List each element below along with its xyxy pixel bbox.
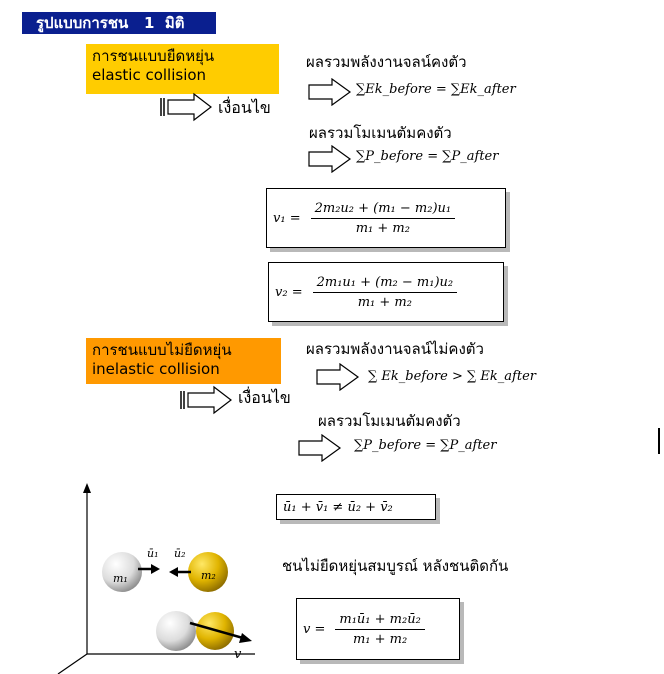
- elastic-momentum-equation: ∑P_before = ∑P_after: [356, 149, 499, 164]
- v2-lhs: v₂ =: [275, 284, 303, 300]
- v2-denominator: m₁ + m₂: [357, 294, 412, 310]
- elastic-label: การชนแบบยืดหยุ่น elastic collision: [86, 44, 279, 94]
- v2-formula-box: v₂ = 2m₁u₁ + (m₂ − m₁)u₂ m₁ + m₂: [268, 262, 504, 322]
- elastic-energy-heading: ผลรวมพลังงานจลน์คงตัว: [306, 53, 467, 71]
- inelastic-momentum-arrow-icon: [298, 434, 342, 462]
- elastic-condition-arrow-icon: [160, 92, 212, 122]
- inelastic-condition-arrow-icon: [180, 385, 232, 415]
- v2-fraction: 2m₁u₁ + (m₂ − m₁)u₂ m₁ + m₂: [312, 275, 458, 310]
- elastic-energy-equation: ∑Ek_before = ∑Ek_after: [356, 82, 516, 97]
- v-lhs: v =: [303, 621, 326, 637]
- velocity-inequality-box: ū₁ + v̄₁ ≠ ū₂ + v̄₂: [276, 494, 436, 520]
- u1-arrow-icon: [138, 564, 160, 574]
- v-fraction: m₁ū₁ + m₂ū₂ m₁ + m₂: [335, 612, 425, 647]
- inelastic-momentum-equation: ∑P_before = ∑P_after: [354, 438, 497, 453]
- ball-m1-label: m₁: [113, 572, 128, 585]
- ball-combined-m1: [156, 611, 196, 651]
- velocity-inequality: ū₁ + v̄₁ ≠ ū₂ + v̄₂: [283, 499, 393, 515]
- elastic-condition-label: เงื่อนไข: [218, 98, 271, 117]
- u2-arrow-icon: [169, 567, 191, 577]
- inelastic-momentum-heading: ผลรวมโมเมนตัมคงตัว: [318, 412, 461, 430]
- inelastic-label-english: inelastic collision: [92, 360, 220, 378]
- inelastic-condition-label: เงื่อนไข: [238, 388, 291, 407]
- common-velocity-formula-box: v = m₁ū₁ + m₂ū₂ m₁ + m₂: [296, 598, 460, 660]
- v1-denominator: m₁ + m₂: [355, 220, 410, 236]
- ball-m1: [102, 552, 142, 592]
- v1-lhs: v₁ =: [273, 210, 301, 226]
- perfectly-inelastic-text: ชนไม่ยืดหยุ่นสมบูรณ์ หลังชนติดกัน: [282, 557, 509, 575]
- v1-numerator: 2m₂u₂ + (m₁ − m₂)u₁: [310, 201, 456, 219]
- inelastic-energy-heading: ผลรวมพลังงานจลน์ไม่คงตัว: [306, 340, 484, 358]
- v-arrow-icon: [189, 621, 252, 643]
- v-numerator: m₁ū₁ + m₂ū₂: [335, 612, 425, 630]
- page-title: รูปแบบการชน 1 มิติ: [22, 12, 216, 34]
- elastic-momentum-arrow-icon: [308, 145, 352, 173]
- elastic-label-thai: การชนแบบยืดหยุ่น: [92, 47, 215, 65]
- ball-m2-label: m₂: [201, 569, 216, 582]
- collision-diagram: m₁ m₂ ū₁ ū₂ v: [57, 483, 255, 674]
- axes: [57, 483, 255, 674]
- inelastic-label: การชนแบบไม่ยืดหยุ่น inelastic collision: [86, 338, 281, 384]
- v2-numerator: 2m₁u₁ + (m₂ − m₁)u₂: [312, 275, 458, 293]
- v1-fraction: 2m₂u₂ + (m₁ − m₂)u₁ m₁ + m₂: [310, 201, 456, 236]
- inelastic-energy-arrow-icon: [316, 363, 360, 391]
- inelastic-energy-inequality: ∑ Ek_before > ∑ Ek_after: [368, 369, 536, 384]
- vertical-marker: [658, 428, 660, 454]
- elastic-energy-arrow-icon: [308, 78, 352, 106]
- elastic-label-english: elastic collision: [92, 66, 207, 84]
- v-denominator: m₁ + m₂: [352, 631, 408, 647]
- ball-m2: [188, 552, 228, 592]
- u1-label: ū₁: [147, 547, 159, 560]
- inelastic-label-thai: การชนแบบไม่ยืดหยุ่น: [92, 341, 232, 359]
- u2-label: ū₂: [174, 547, 186, 560]
- elastic-momentum-heading: ผลรวมโมเมนตัมคงตัว: [309, 124, 452, 142]
- v1-formula-box: v₁ = 2m₂u₂ + (m₁ − m₂)u₁ m₁ + m₂: [266, 188, 506, 248]
- v-label: v: [234, 647, 242, 662]
